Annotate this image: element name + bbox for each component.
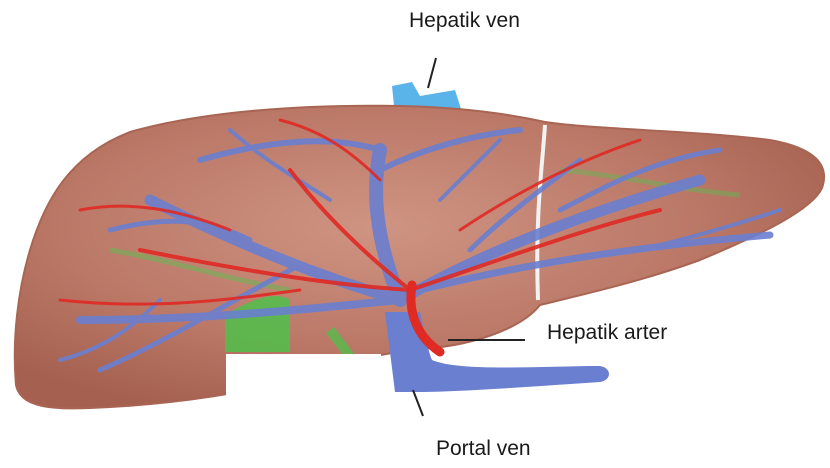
hepatic-artery-label: Hepatik arter [547,321,667,345]
hepatic-vein-pointer [428,58,436,88]
blank-patch [226,354,381,414]
portal-vein-pointer [413,390,423,416]
hepatic-vein-label: Hepatik ven [409,9,520,33]
portal-vein-label: Portal ven [436,437,531,461]
